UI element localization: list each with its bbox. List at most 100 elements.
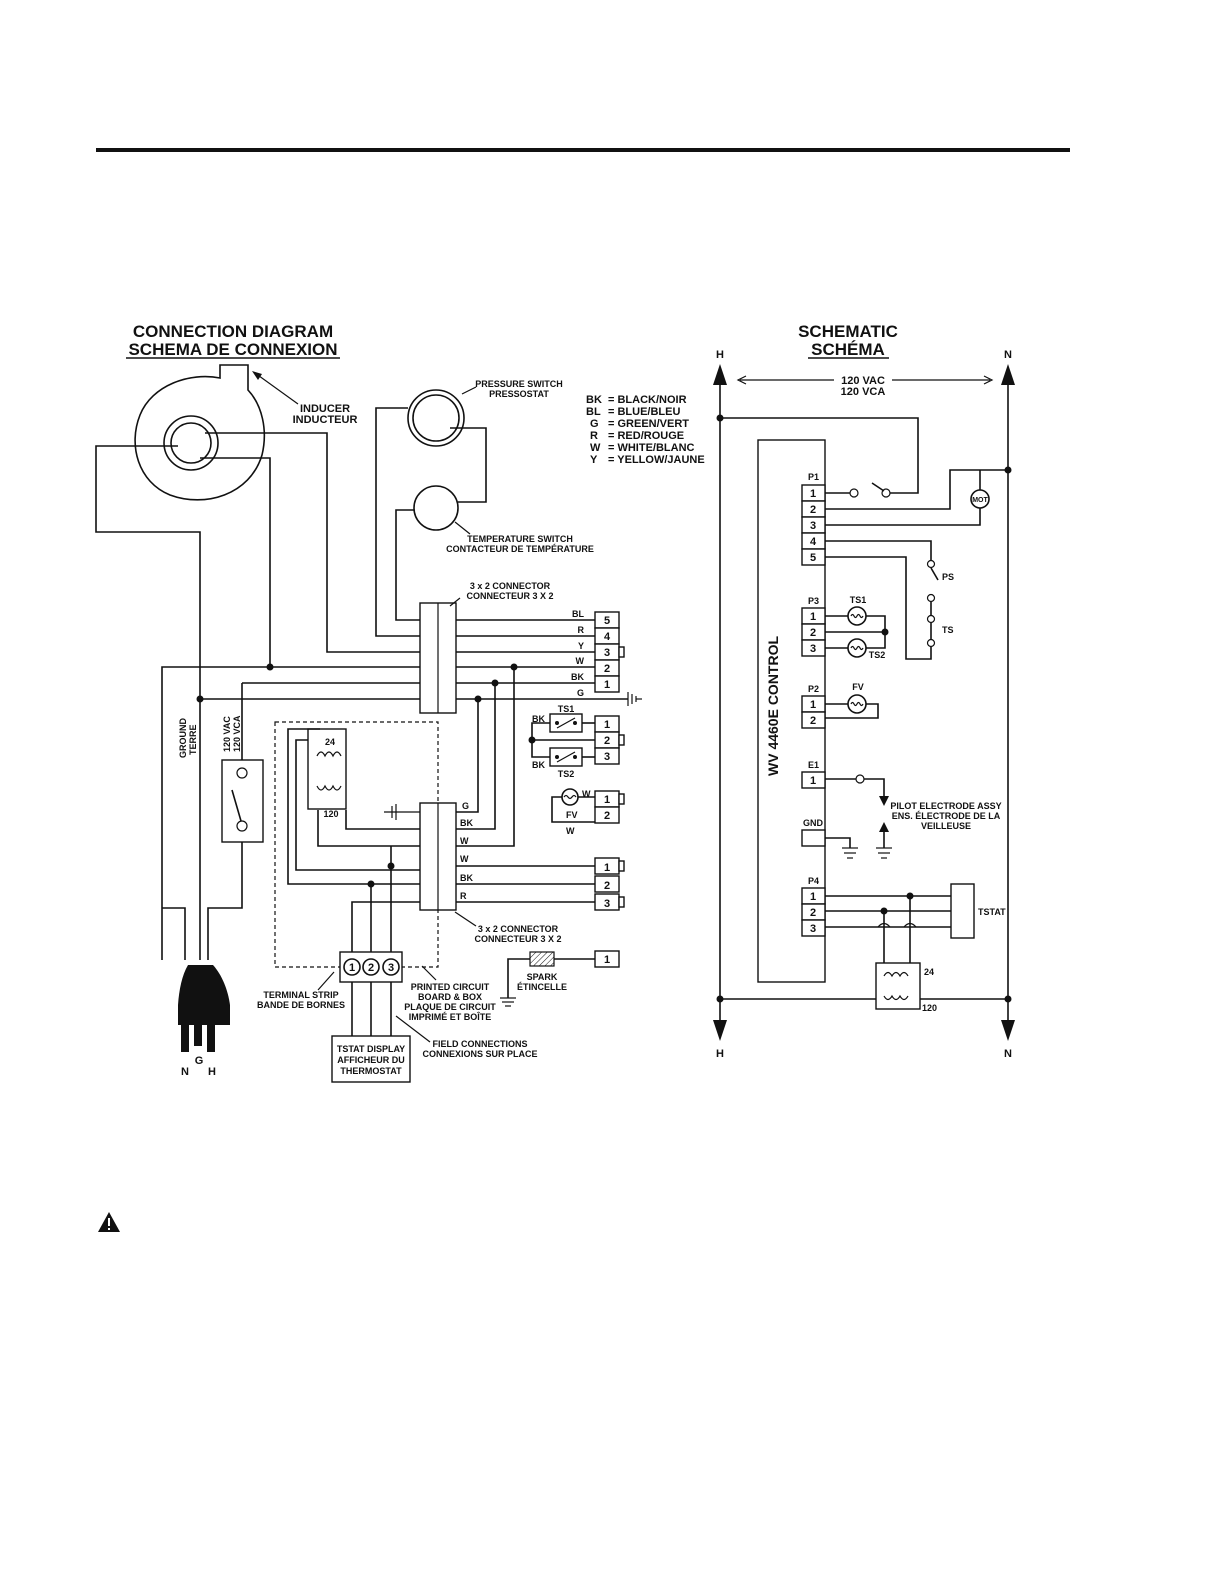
field-connections-label-en: FIELD CONNECTIONS <box>432 1039 527 1049</box>
field-connections-label-fr: CONNEXIONS SUR PLACE <box>422 1049 537 1059</box>
transformer-icon <box>307 728 347 810</box>
tstat-display-label: AFFICHEUR DU <box>337 1055 405 1065</box>
wire-label: W <box>460 854 469 864</box>
pin-label: 1 <box>604 794 610 806</box>
gnd-label: GND <box>803 818 824 828</box>
wire-label: BL <box>572 609 584 619</box>
n-label-bottom: N <box>1004 1048 1012 1060</box>
pin-label: 1 <box>604 954 610 966</box>
switch-contact <box>849 488 859 498</box>
top-wire-bundle <box>456 619 628 700</box>
pin-label: 2 <box>604 735 610 747</box>
terminal-number: 3 <box>388 962 394 974</box>
power-switch <box>221 759 264 843</box>
temperature-switch-icon <box>413 485 459 531</box>
h-label-top: H <box>716 349 724 361</box>
ts2-label: TS2 <box>558 769 575 779</box>
connector-top-label-fr: CONNECTEUR 3 X 2 <box>466 591 553 601</box>
h-label-bottom: H <box>716 1048 724 1060</box>
ground-label-fr: TERRE <box>188 724 198 755</box>
wire-label: BK <box>571 672 584 682</box>
vac-label-en: 120 VAC <box>222 716 232 752</box>
pin-label: 1 <box>604 862 610 874</box>
pcb-box <box>274 721 439 968</box>
warning-icon <box>98 1212 120 1232</box>
inducer-icon <box>134 364 266 501</box>
p1-label: P1 <box>808 472 819 482</box>
bk-label: BK <box>532 760 545 770</box>
pin-label: 1 <box>810 775 816 787</box>
pin-label: 3 <box>810 643 816 655</box>
pin-label: 3 <box>810 520 816 532</box>
tstat-label: TSTAT <box>978 907 1006 917</box>
terminal-strip <box>339 951 403 983</box>
terminal-strip-label-en: TERMINAL STRIP <box>263 990 338 1000</box>
inducer-label-en: INDUCER <box>300 403 350 415</box>
legend-code: G <box>590 418 599 430</box>
wire-label: G <box>577 688 584 698</box>
legend-code: BK <box>586 394 602 406</box>
wire-label: W <box>460 836 469 846</box>
connection-title-fr: SCHEMA DE CONNEXION <box>128 340 337 359</box>
pin-label: 3 <box>604 898 610 910</box>
rail-arrow <box>713 1020 727 1041</box>
pin-label: 2 <box>810 504 816 516</box>
ground-icon <box>842 847 858 859</box>
inducer-label-fr: INDUCTEUR <box>293 414 358 426</box>
transformer-24-label: 24 <box>924 967 934 977</box>
color-legend: BK = BLACK/NOIR BL = BLUE/BLEU G = GREEN… <box>586 394 705 466</box>
terminal-number: 1 <box>349 962 355 974</box>
ts2-label: TS2 <box>869 650 886 660</box>
pin-label: 3 <box>810 923 816 935</box>
switch-contact <box>881 488 891 498</box>
pin-label: 2 <box>810 715 816 727</box>
legend-code: R <box>590 430 598 442</box>
ps-label: PS <box>942 572 954 582</box>
header-rule <box>96 148 1070 152</box>
connector-top-label-en: 3 x 2 CONNECTOR <box>470 581 551 591</box>
tstat-box <box>950 883 975 939</box>
legend-code: BL <box>586 406 601 418</box>
pressure-switch-label-fr: PRESSOSTAT <box>489 389 549 399</box>
p3-label: P3 <box>808 596 819 606</box>
wire-ground-loop <box>161 666 420 960</box>
pin-label: 2 <box>604 880 610 892</box>
pin-label: 2 <box>604 810 610 822</box>
p4-label: P4 <box>808 876 819 886</box>
pin-label: 5 <box>810 552 816 564</box>
ts1-label: TS1 <box>558 704 575 714</box>
legend-text: = BLUE/BLEU <box>608 406 680 418</box>
wire-label: G <box>462 801 469 811</box>
transformer-120-label: 120 <box>922 1003 937 1013</box>
schematic-diagram: SCHEMATIC SCHÉMA H N H N 120 VAC 120 VCA… <box>713 322 1015 1060</box>
wire-inducer-2 <box>200 457 271 667</box>
terminal-block-bottom <box>594 857 625 911</box>
spark-electrode-icon <box>529 951 555 967</box>
pilot-electrode-label: VEILLEUSE <box>921 821 971 831</box>
legend-text: = YELLOW/JAUNE <box>608 454 705 466</box>
fv-label: FV <box>566 810 578 820</box>
pin-label: 2 <box>810 627 816 639</box>
fv-w2-label: W <box>566 826 575 836</box>
schematic-title-en: SCHEMATIC <box>798 322 898 341</box>
wire-label: W <box>576 656 585 666</box>
control-label: WV 4460E CONTROL <box>765 636 781 776</box>
pin-label: 4 <box>604 631 611 643</box>
transformer-24-label: 24 <box>325 737 335 747</box>
chassis-ground-icon <box>627 692 642 706</box>
schematic-vac-fr: 120 VCA <box>841 386 886 398</box>
temp-switch-label-fr: CONTACTEUR DE TEMPÉRATURE <box>446 544 594 554</box>
pressure-switch-label-en: PRESSURE SWITCH <box>475 379 563 389</box>
p4-connector <box>801 887 826 937</box>
pin-label: 5 <box>604 615 610 627</box>
schematic-vac-en: 120 VAC <box>841 375 885 387</box>
tstat-display-label: THERMOSTAT <box>340 1066 402 1076</box>
pin-label: 1 <box>810 891 816 903</box>
wire-label: R <box>460 891 467 901</box>
rail-arrow <box>1001 1020 1015 1041</box>
legend-text: = GREEN/VERT <box>608 418 689 430</box>
wire-label: R <box>578 625 585 635</box>
pin-label: 2 <box>604 663 610 675</box>
p2-label: P2 <box>808 684 819 694</box>
